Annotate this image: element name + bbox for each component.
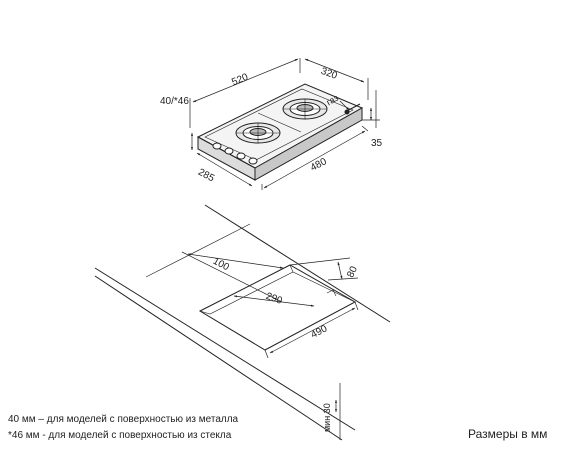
cutout-dimension-lines: [145, 223, 359, 440]
front-burner: [235, 122, 281, 144]
dim-285: 285: [196, 167, 216, 185]
units-label: Размеры в мм: [468, 427, 548, 441]
dim-80: 80: [345, 264, 360, 279]
note-metal: 40 мм – для моделей с поверхностью из ме…: [8, 414, 239, 425]
knob: [212, 142, 222, 150]
dim-480: 480: [309, 156, 329, 174]
worktop-front-edge-lower: [94, 275, 343, 441]
worktop-back-edge: [204, 204, 391, 323]
worktop-front-edge: [94, 267, 356, 431]
dim-490: 490: [309, 323, 329, 341]
dim-35: 35: [371, 138, 383, 149]
dim-520: 520: [230, 72, 250, 89]
knob: [236, 152, 246, 160]
note-glass: *46 мм - для моделей с поверхностью из с…: [8, 430, 232, 441]
knob: [224, 147, 234, 155]
dim-40-46: 40/*46: [160, 96, 189, 107]
worktop-drawing: [94, 204, 391, 441]
knob: [248, 157, 258, 165]
gas-connector: [344, 103, 361, 115]
dim-min-30: мин 30: [322, 403, 332, 432]
rear-burner: [282, 98, 328, 120]
dim-320: 320: [319, 66, 339, 82]
dim-100: 100: [211, 256, 231, 274]
hob-dimension-lines: [189, 58, 380, 190]
hob-inner-frame: [204, 88, 354, 161]
